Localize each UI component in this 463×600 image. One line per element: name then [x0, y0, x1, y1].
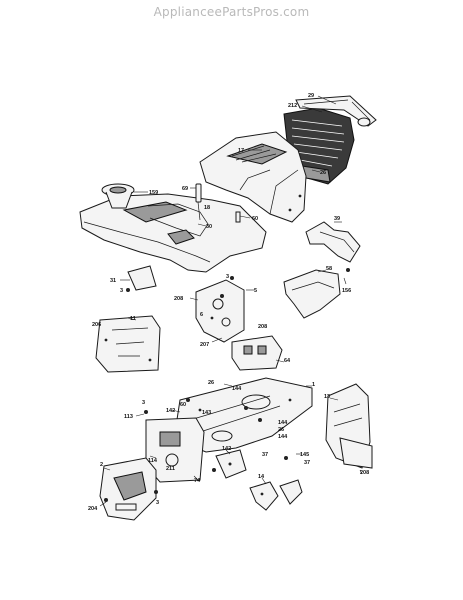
front-bumper[interactable]	[99, 457, 157, 521]
callout-label: 208	[174, 296, 183, 302]
fasteners	[104, 268, 350, 502]
hood[interactable]	[199, 131, 307, 223]
cup-holder[interactable]	[101, 183, 135, 209]
callout-label: 1	[312, 382, 315, 388]
callout-label: 18	[204, 205, 210, 211]
callout-label: 142	[166, 408, 175, 414]
callout-label: 159	[149, 190, 158, 196]
callout-label: 17	[238, 148, 244, 154]
main-frame[interactable]	[175, 377, 313, 453]
callout-label: 211	[166, 466, 175, 472]
callouts: 29 212 17 26 159 69 18 60 30 39 31 3 3 5	[88, 93, 369, 512]
callout-label: 144	[278, 434, 288, 440]
fender-bracket[interactable]	[127, 265, 157, 291]
callout-label: 145	[300, 452, 309, 458]
callout-label: 144	[278, 420, 288, 426]
callout-label: 11	[130, 316, 136, 322]
callout-label: 156	[342, 288, 351, 294]
callout-label: 64	[284, 358, 291, 364]
steering-bracket[interactable]	[305, 221, 361, 263]
callout-label: 14	[258, 474, 265, 480]
callout-label: 113	[124, 414, 133, 420]
callout-label: 60	[252, 216, 258, 222]
watermark: ApplianceePartsPros.com	[153, 5, 310, 19]
callout-label: 6	[200, 312, 203, 318]
callout-label: 3	[156, 500, 159, 506]
callout-label: 26	[278, 427, 284, 433]
callout-label: 204	[88, 506, 98, 512]
belt-shield[interactable]	[283, 269, 341, 319]
callout-label: 3	[120, 288, 123, 294]
callout-label: 37	[262, 452, 268, 458]
headlight-trim[interactable]	[295, 95, 377, 127]
control-bracket[interactable]	[231, 335, 283, 371]
callout-label: 58	[326, 266, 332, 272]
callout-label: 2	[100, 462, 103, 468]
callout-label: 143	[202, 410, 211, 416]
right-side-panel[interactable]	[325, 383, 373, 469]
fender-pan[interactable]	[79, 193, 267, 273]
callout-label: 60	[180, 402, 186, 408]
callout-label: 114	[148, 458, 158, 464]
callout-label: 13	[324, 394, 330, 400]
left-side-panel[interactable]	[95, 315, 161, 373]
callout-label: 29	[308, 93, 314, 99]
callout-label: 31	[110, 278, 116, 284]
callout-label: 206	[92, 322, 101, 328]
callout-label: 142	[222, 446, 231, 452]
callout-label: 3	[226, 274, 229, 280]
callout-label: 5	[254, 288, 257, 294]
callout-label: 208	[360, 470, 369, 476]
dash-panel[interactable]	[195, 279, 245, 343]
spindle-bracket[interactable]	[215, 449, 247, 479]
hood-support[interactable]	[195, 183, 202, 221]
callout-label: 144	[232, 386, 242, 392]
callout-label: 26	[208, 380, 214, 386]
callout-label: 69	[182, 186, 188, 192]
callout-label: 3	[142, 400, 145, 406]
callout-label: 74	[194, 478, 201, 484]
callout-label: 208	[258, 324, 267, 330]
callout-label: 207	[200, 342, 209, 348]
callout-label: 30	[206, 224, 212, 230]
callout-label: 212	[288, 103, 297, 109]
tow-bracket[interactable]	[249, 479, 303, 511]
callout-label: 37	[304, 460, 310, 466]
callout-label: 26	[320, 170, 326, 176]
bolt-60[interactable]	[235, 211, 241, 223]
callout-label: 39	[334, 216, 340, 222]
